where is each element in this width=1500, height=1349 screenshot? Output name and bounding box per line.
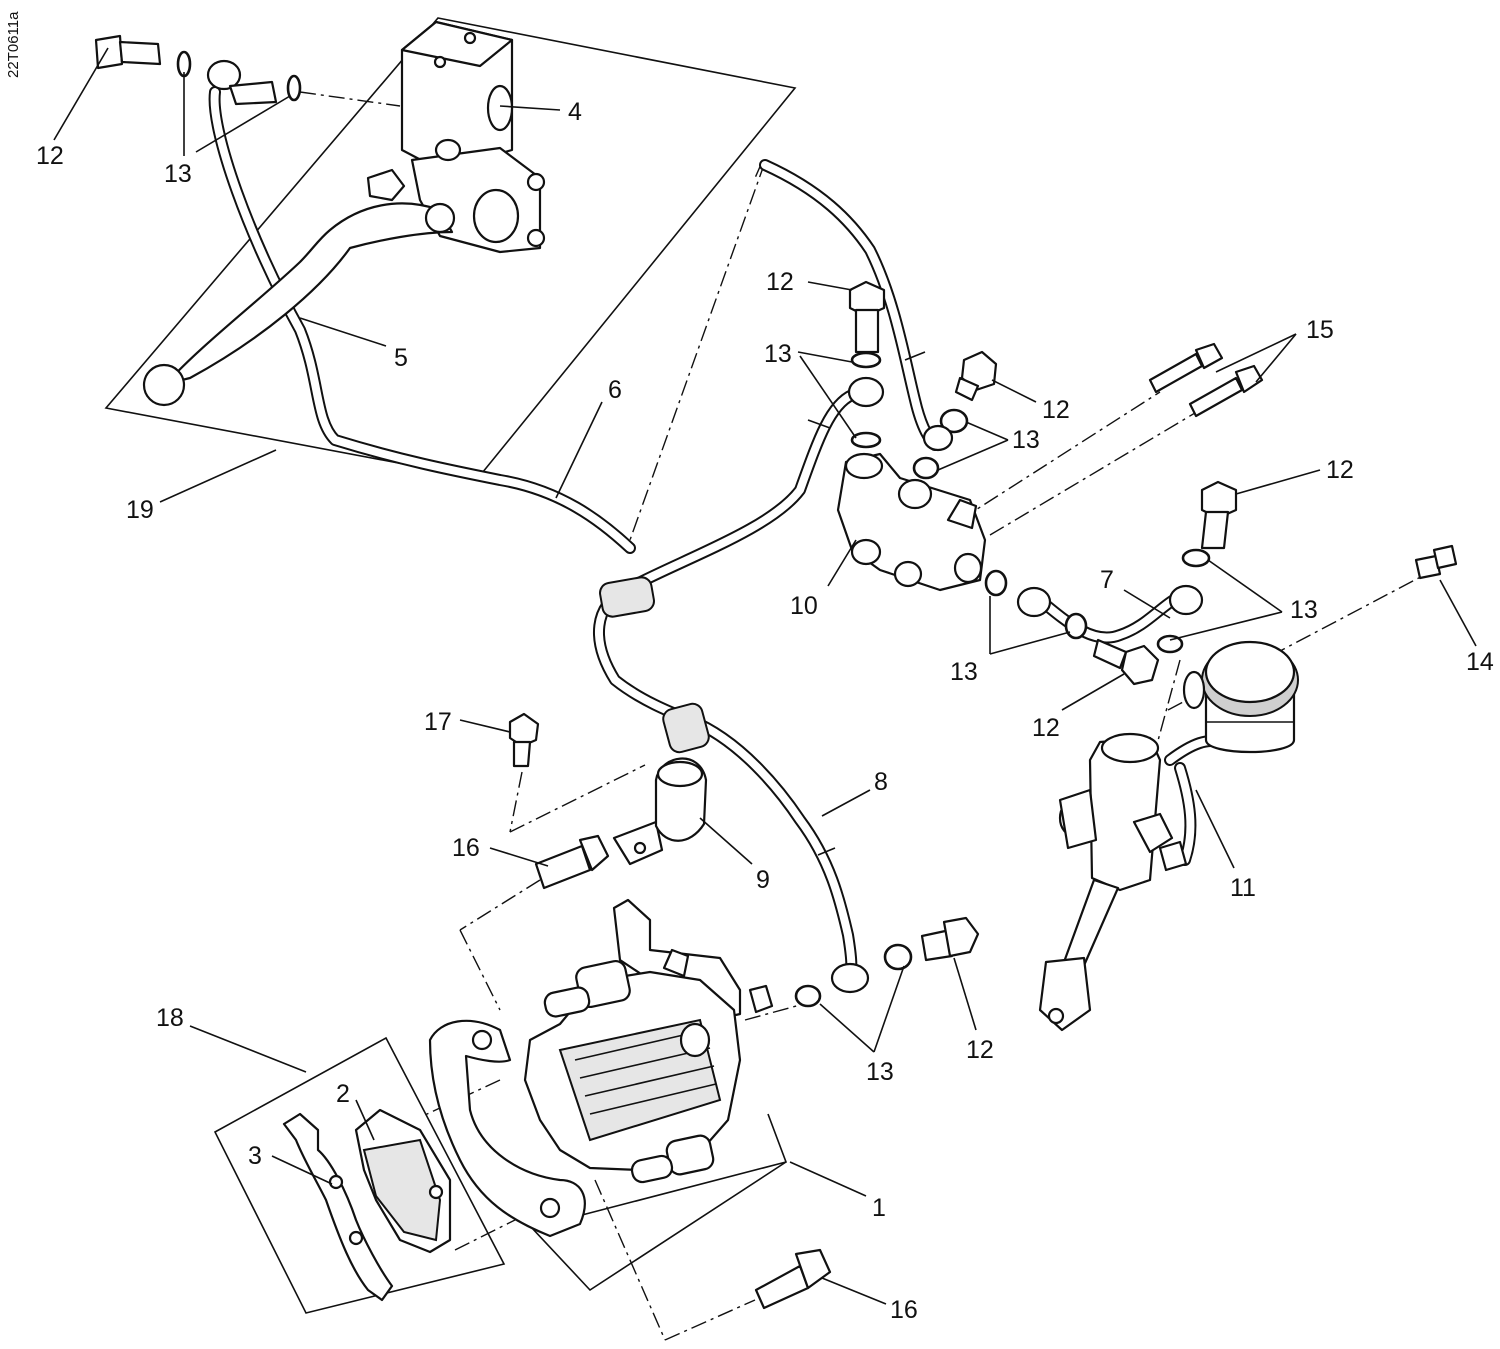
group-right-fittings <box>984 480 1458 686</box>
group-callouts: 12 13 4 5 6 19 12 13 12 13 15 12 7 13 13… <box>36 98 1494 1324</box>
banjo-fitting-caliper <box>830 962 870 994</box>
callout-12: 12 <box>1032 714 1060 742</box>
banjo-bolt-top-left <box>94 34 124 70</box>
master-cylinder-clamp <box>410 146 542 254</box>
callout-13: 13 <box>164 160 192 188</box>
clamp-bolt-17 <box>508 712 540 748</box>
callout-14: 14 <box>1466 648 1494 676</box>
hose-grommet-1 <box>599 576 655 618</box>
sealing-washer-caliper-2 <box>794 984 822 1008</box>
sealing-washer-junction-4 <box>912 456 940 480</box>
callout-7: 7 <box>1100 566 1114 594</box>
group-leaders <box>53 47 1477 1305</box>
callout-12: 12 <box>1326 456 1354 484</box>
callout-13: 13 <box>1290 596 1318 624</box>
hose-grommet-2 <box>662 702 710 754</box>
group-caliper <box>523 834 980 1310</box>
callout-12: 12 <box>966 1036 994 1064</box>
callout-12: 12 <box>1042 396 1070 424</box>
sealing-washer-right-4 <box>1156 634 1184 654</box>
sealing-washer-right-3 <box>1181 548 1211 568</box>
sealing-washer-junction-1 <box>850 351 882 369</box>
callout-17: 17 <box>424 708 452 736</box>
callout-13: 13 <box>950 658 978 686</box>
master-cylinder-push-rod <box>1062 878 1120 972</box>
callout-16: 16 <box>890 1296 918 1324</box>
callout-11: 11 <box>1230 874 1256 902</box>
callout-4: 4 <box>568 98 582 126</box>
mounting-bolt-15-b <box>1188 376 1244 418</box>
group-rear-master-cylinder <box>1038 640 1299 1032</box>
callout-15: 15 <box>1306 316 1334 344</box>
callout-1: 1 <box>872 1194 886 1222</box>
sealing-washer-junction-3 <box>939 408 969 434</box>
group-lever-assembly <box>94 20 546 407</box>
push-rod-clevis <box>1038 956 1092 1032</box>
callout-12: 12 <box>766 268 794 296</box>
sealing-washer-junction-2 <box>850 431 882 449</box>
frame-brake-pad-kit <box>213 1036 506 1314</box>
bleeder-screw-junction <box>946 498 978 530</box>
group-alignment-lines <box>299 91 1431 1341</box>
callout-16: 16 <box>452 834 480 862</box>
brake-lever-ball-end <box>142 363 186 407</box>
caliper-bolt-16-top <box>534 844 592 890</box>
sealing-washer-top-left-2 <box>286 74 302 102</box>
callout-6: 6 <box>608 376 622 404</box>
banjo-bolt-junction-top <box>848 280 886 318</box>
figure-reference: 22T0611a <box>5 11 22 78</box>
banjo-fitting-top-left <box>206 59 242 91</box>
callout-8: 8 <box>874 768 888 796</box>
callout-3: 3 <box>248 1142 262 1170</box>
banjo-fitting-junction <box>847 376 885 408</box>
sealing-washer-right-1 <box>984 569 1008 597</box>
master-cylinder-port <box>486 84 514 132</box>
reservoir-bolt-14 <box>1414 554 1442 580</box>
callout-10: 10 <box>790 592 818 620</box>
callout-9: 9 <box>756 866 770 894</box>
group-grommets <box>599 351 926 856</box>
callout-13: 13 <box>764 340 792 368</box>
sealing-washer-right-2 <box>1064 612 1088 640</box>
group-junction-block <box>836 280 1264 592</box>
callout-13: 13 <box>866 1058 894 1086</box>
pad-spring-plate <box>428 1019 586 1238</box>
callout-13: 13 <box>1012 426 1040 454</box>
group-hose-clamp <box>508 712 708 866</box>
callout-5: 5 <box>394 344 408 372</box>
banjo-bolt-right-lower <box>1120 644 1160 686</box>
callout-19: 19 <box>126 496 154 524</box>
caliper-bolt-16-bottom <box>754 1264 810 1310</box>
callout-2: 2 <box>336 1080 350 1108</box>
banjo-bolt-right-top <box>1200 480 1238 520</box>
sealing-washer-caliper-1 <box>883 943 913 971</box>
banjo-fitting-right-2 <box>1168 584 1204 616</box>
mounting-bolt-15-a <box>1148 352 1204 394</box>
group-hoses <box>208 86 1231 981</box>
banjo-fitting-right-1 <box>1016 586 1052 618</box>
group-brake-pads <box>282 1019 586 1302</box>
callout-18: 18 <box>156 1004 184 1032</box>
callout-12: 12 <box>36 142 64 170</box>
